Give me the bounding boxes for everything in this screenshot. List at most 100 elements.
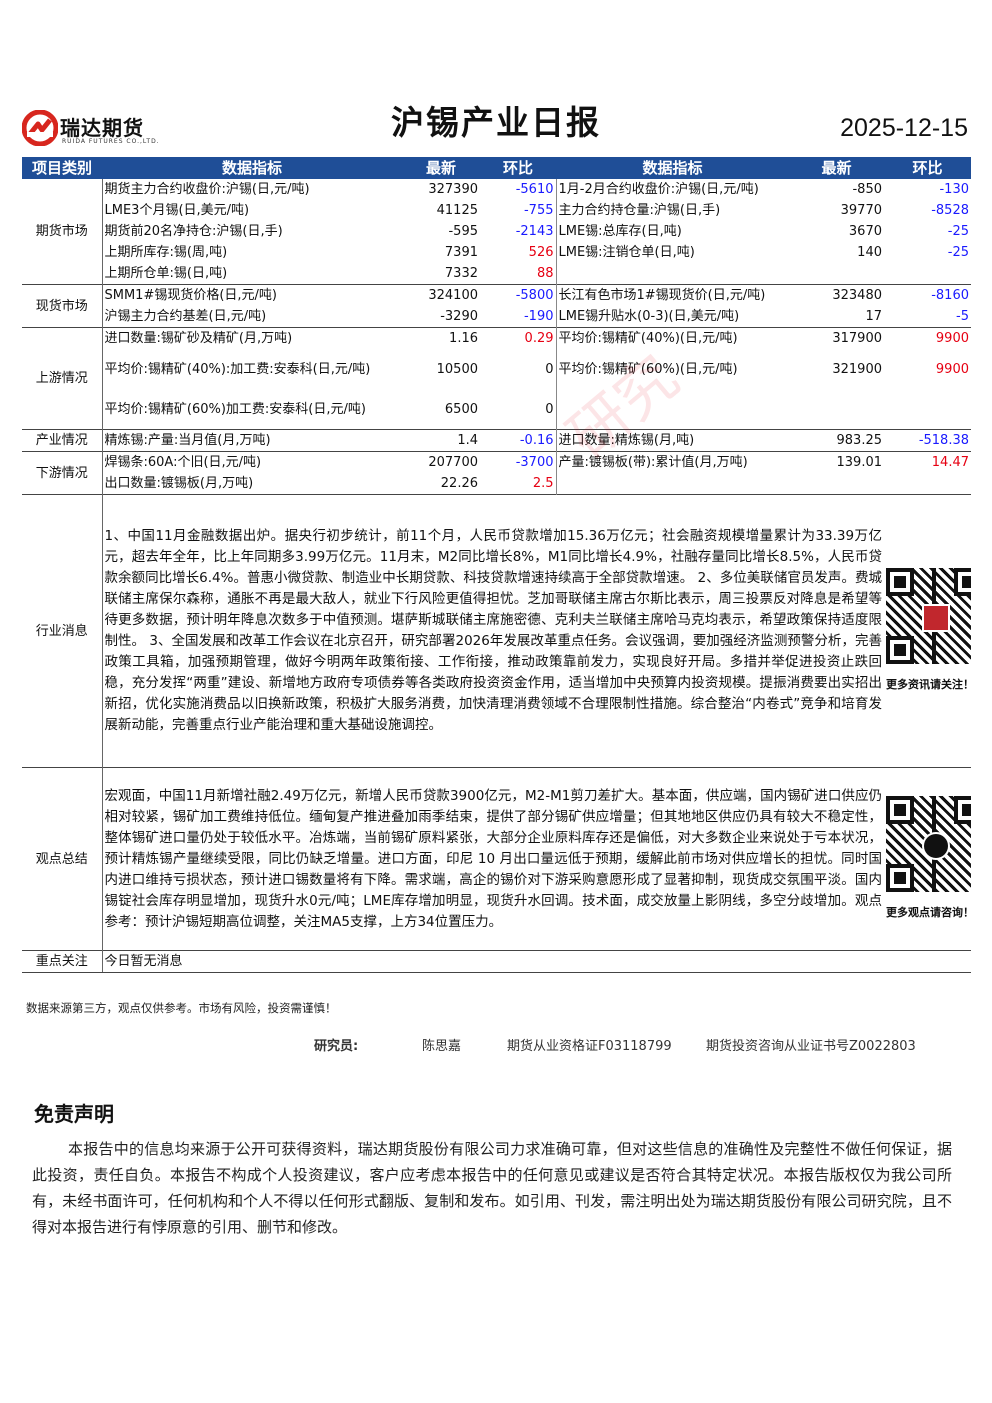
table-header: 项目类别 数据指标 最新 环比 数据指标 最新 环比 [22,157,971,179]
latest-value: 1.16 [402,327,480,349]
latest-value: 207700 [402,451,480,473]
researcher-cert-1: 期货从业资格证F03118799 [507,1039,672,1054]
indicator-name: 上期所仓单:锡(日,吨) [104,266,228,281]
qr-code-icon [886,567,971,664]
latest-value: 317900 [789,327,884,349]
view-row: 观点总结 宏观面，中国11月新增社融2.49万亿元，新增人民币贷款3900亿元，… [22,767,971,951]
latest-value: 39770 [840,203,882,218]
indicator-name [555,263,789,285]
latest-value: 321900 [832,361,882,377]
table-row: 上游情况 进口数量:锡矿砂及精矿(月,万吨) 1.16 0.29 平均价:锡精矿… [22,327,971,430]
latest-value: 324100 [402,284,480,306]
change-value: -25 [947,224,969,239]
table-row: 现货市场 SMM1#锡现货价格(日,元/吨) 324100 -5800 长江有色… [22,284,971,328]
change-value: -5 [956,309,969,324]
table-row: 下游情况 焊锡条:60A:个旧(日,元/吨) 207700 -3700 产量:镀… [22,451,971,495]
indicator-name [555,389,789,430]
table-row: 产业情况 精炼锡:产量:当月值(月,万吨) 1.4 -0.16 进口数量:精炼锡… [22,429,971,452]
indicator-name: 长江有色市场1#锡现货价(日,元/吨) [555,284,789,306]
logo-text-cn: 瑞达期货 [60,116,144,140]
change-value: -0.16 [480,429,556,452]
latest-value: 6500 [444,401,478,417]
change-value: -8528 [931,203,969,218]
latest-value [789,473,884,495]
qr-caption: 更多资讯请关注！ [886,677,971,691]
change-value [884,389,971,430]
view-qr-cell: 更多观点请咨询！ [884,767,971,951]
news-qr-cell: 更多资讯请关注！ [884,494,971,768]
focus-row: 重点关注 今日暂无消息 [22,950,971,973]
category-news: 行业消息 [22,494,103,768]
table-row: 平均价:锡精矿(60%)加工费:安泰科(日,元/吨) 6500 0 [22,389,971,430]
indicator-name [555,473,789,495]
change-value: -3700 [480,451,556,473]
indicator-name: 产量:镀锡板(带):累计值(月,万吨) [555,451,789,473]
change-value: 14.47 [884,451,971,473]
change-value: -755 [523,203,554,218]
table-row: LME3个月锡(日,美元/吨) 41125 -755 主力合约持仓量:沪锡(日,… [22,200,971,221]
indicator-name: 出口数量:镀锡板(月,万吨) [104,476,254,491]
category-spot: 现货市场 [22,284,103,328]
indicator-name: 1月-2月合约收盘价:沪锡(日,元/吨) [555,179,789,200]
news-text: 1、中国11月金融数据出炉。据央行初步统计，前11个月，人民币贷款增加15.36… [102,494,884,768]
category-view: 观点总结 [22,767,103,951]
table-row: 平均价:锡精矿(40%):加工费:安泰科(日,元/吨) 10500 0 平均价:… [22,349,971,389]
change-value: -25 [947,245,969,260]
latest-value [789,263,884,285]
indicator-name: SMM1#锡现货价格(日,元/吨) [102,284,402,306]
indicator-name: 期货前20名净持仓:沪锡(日,手) [104,224,283,239]
latest-value: 323480 [789,284,884,306]
change-value: 2.5 [532,476,554,491]
change-value: -5610 [515,182,554,197]
latest-value: 327390 [428,182,478,197]
header-latest-2: 最新 [789,157,884,179]
latest-value: 10500 [436,361,478,377]
logo-text-en: RUIDA FUTURES CO.,LTD. [62,138,160,145]
indicator-name: 平均价:锡精矿(60%)加工费:安泰科(日,元/吨) [104,401,366,417]
change-value: -518.38 [884,429,971,452]
indicator-name: 期货主力合约收盘价:沪锡(日,元/吨) [104,182,310,197]
latest-value: 7391 [444,245,478,260]
table-row: 沪锡主力合约基差(日,元/吨) -3290 -190 LME锡升贴水(0-3)(… [22,306,971,328]
header-indicator: 数据指标 [102,157,402,179]
focus-text: 今日暂无消息 [102,950,971,973]
category-focus: 重点关注 [22,950,103,973]
indicator-name: 平均价:锡精矿(40%)(日,元/吨) [555,327,789,349]
indicator-name: LME3个月锡(日,美元/吨) [104,203,250,218]
change-value: -2143 [515,224,554,239]
header-change: 环比 [480,157,556,179]
company-logo: 瑞达期货 RUIDA FUTURES CO.,LTD. [22,108,172,148]
researcher-label: 研究员: [314,1039,359,1054]
change-value: -130 [939,182,969,197]
report-title: 沪锡产业日报 [391,103,601,142]
category-upstream: 上游情况 [22,327,103,430]
indicator-name: 精炼锡:产量:当月值(月,万吨) [102,429,402,452]
latest-value: 139.01 [789,451,884,473]
view-text: 宏观面，中国11月新增社融2.49万亿元，新增人民币贷款3900亿元，M2-M1… [102,767,884,951]
table-row: 出口数量:镀锡板(月,万吨) 22.26 2.5 [22,473,971,495]
change-value: 0 [545,401,554,417]
disclaimer-title: 免责声明 [34,1102,114,1126]
header-latest: 最新 [402,157,480,179]
change-value: 88 [536,266,554,281]
latest-value: 22.26 [440,476,478,491]
latest-value: 41125 [436,203,478,218]
header-category: 项目类别 [22,157,102,179]
table-row: 上期所仓单:锡(日,吨) 7332 88 [22,263,971,285]
category-downstream: 下游情况 [22,451,103,495]
indicator-name: 上期所库存:锡(周,吨) [104,245,228,260]
change-value: 526 [528,245,554,260]
change-value: 9900 [935,361,969,377]
indicator-name: 主力合约持仓量:沪锡(日,手) [555,200,789,221]
change-value [884,263,971,285]
indicator-name: 平均价:锡精矿(60%)(日,元/吨) [555,349,789,389]
table-row: 期货前20名净持仓:沪锡(日,手) -595 -2143 LME锡:总库存(日,… [22,221,971,242]
change-value: 0.29 [480,327,556,349]
latest-value [789,389,884,430]
latest-value: -850 [852,182,882,197]
indicator-name: LME锡:总库存(日,吨) [555,221,789,242]
disclaimer-text: 本报告中的信息均来源于公开可获得资料，瑞达期货股份有限公司力求准确可靠，但对这些… [32,1140,952,1236]
indicator-name: 进口数量:精炼锡(月,吨) [555,429,789,452]
data-source-note: 数据来源第三方，观点仅供参考。市场有风险，投资需谨慎！ [26,1001,337,1015]
researcher-name: 陈思嘉 [422,1039,462,1054]
